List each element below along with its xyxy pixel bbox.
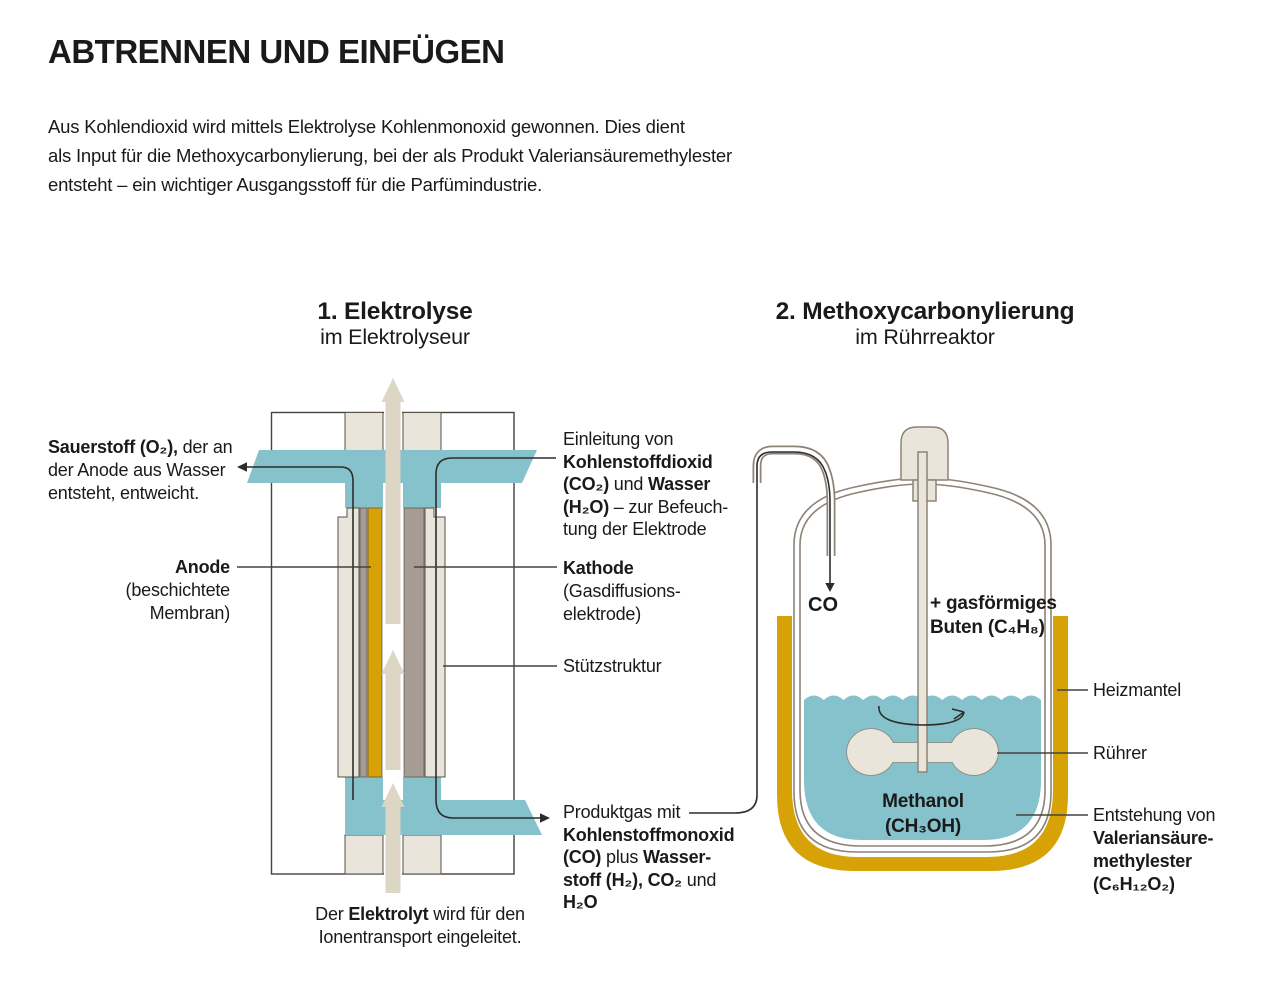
text-bold-part: Elektrolyt [348,904,429,924]
oxygen-arrowhead [237,462,247,472]
label-line: Methanol [882,791,964,812]
support-structure-left [337,507,360,778]
bottom-plate-block-right [402,834,442,875]
stirrer-shaft [917,451,928,773]
label-line: Entstehung von [1093,805,1216,825]
label-elektrolyt: Der Elektrolyt wird für den Ionentranspo… [295,903,545,949]
cathode-gas-diffusion-strip [403,507,425,778]
text-part: und [681,869,717,890]
label-stuetzstruktur: Stützstruktur [563,656,662,676]
label-line: elektrode) [563,604,642,624]
section-2-subtitle: im Rührreaktor [855,325,995,349]
label-anode: Anode (beschichtete Membran) [40,556,231,625]
top-plate-block-left [344,412,384,451]
bottom-plate-block-left [344,834,384,875]
label-line: (beschichtete [125,580,231,600]
text-bold-part: Sauerstoff (O₂), [48,437,178,457]
text-part: plus [601,847,644,867]
rotation-arrowhead [951,708,965,720]
label-kathode: Kathode (Gasdiffusions- elektrode) [563,557,681,626]
rotation-arrow [878,705,965,726]
label-line: (CH₃OH) [885,816,961,837]
support-structure-right [424,507,446,778]
section-1-subtitle: im Elektrolyseur [320,325,470,349]
label-einleitung: Einleitung von Kohlenstoffdioxid (CO₂) u… [563,428,753,541]
label-line: tung der Elektrode [563,519,707,539]
label-line: (CO₂) und Wasser [563,473,753,496]
label-line: Kohlenstoffdioxid [563,451,713,472]
label-line: Kohlenstoffmonoxid [563,824,735,845]
text-part: und [609,474,649,494]
label-line: (H₂O) – zur Befeuch- [563,496,753,519]
oxygen-flow-line [240,466,354,800]
label-line: (C₆H₁₂O₂) [1093,874,1175,894]
reactor-diagram [689,426,1088,871]
label-line: Anode [175,557,230,577]
section-2-title: 2. Methoxycarbonylierung [775,298,1075,325]
label-line: Produktgas mit [563,802,681,822]
label-line: Membran) [149,603,231,623]
text-part: der an [177,437,233,457]
top-plate-block-right [402,412,442,451]
label-co: CO [808,594,838,616]
stirrer-paddle-fill [847,729,998,775]
label-line: entsteht, entweicht. [48,483,200,503]
text-bold-part: (CO) [563,847,602,867]
electrode-layer-left [359,507,368,778]
productgas-arrowhead [540,813,550,823]
label-sauerstoff: Sauerstoff (O₂), der an der Anode aus Wa… [48,436,253,505]
text-part: Der [315,904,349,924]
label-line: stoff (H₂), CO₂ und [563,869,758,892]
label-line: Der Elektrolyt wird für den [295,903,545,926]
section-title-electrolysis: 1. Elektrolyse im Elektrolyseur [270,298,520,349]
label-line: + gasförmiges [930,593,1057,614]
text-bold-part: Wasser [648,474,711,494]
label-line: (CO) plus Wasser- [563,846,758,869]
label-line: Kathode [563,558,634,578]
text-bold-part: Wasser- [643,847,711,867]
section-title-methoxycarbonylation: 2. Methoxycarbonylierung im Rührreaktor [740,298,1110,349]
electrolyte-inlet-arrow [381,783,405,893]
text-part: – zur Befeuch- [609,496,729,517]
section-1-title: 1. Elektrolyse [317,298,473,325]
co2-to-productgas-flow-line [435,457,556,819]
flow-arrow-middle [381,650,405,770]
text-bold-part: (H₂O) [563,496,609,517]
flow-arrow-top [381,378,405,624]
label-buten: + gasförmiges Buten (C₄H₈) [930,592,1057,640]
label-line: Sauerstoff (O₂), der an [48,436,253,459]
label-heizmantel: Heizmantel [1093,680,1182,700]
label-line: Ionentransport eingeleitet. [318,927,522,947]
text-bold-part: stoff (H₂), CO₂ [563,869,682,890]
text-bold-part: (CO₂) [563,474,609,494]
co-arrowhead [825,583,835,592]
electrolyzer-diagram [237,378,557,893]
reactor-vessel-inner-wall [799,483,1046,847]
productgas-to-reactor-line [689,451,831,814]
label-line: Valeriansäure- [1093,828,1214,848]
label-line: methylester [1093,851,1192,871]
label-ruehrer: Rührer [1093,743,1147,763]
label-line: Einleitung von [563,429,674,449]
anode-membrane-strip [367,507,383,778]
label-line: der Anode aus Wasser [48,460,226,480]
text-part: wird für den [428,904,525,924]
label-methanol: Methanol (CH₃OH) [848,789,998,839]
label-line: H₂O [563,892,598,912]
intro-paragraph: Aus Kohlendioxid wird mittels Elektrolys… [48,116,732,195]
label-line: (Gasdiffusions- [563,581,681,601]
label-produktgas: Produktgas mit Kohlenstoffmonoxid (CO) p… [563,801,758,914]
label-line: Buten (C₄H₈) [930,617,1045,638]
heating-mantle [777,616,1068,871]
page-title: ABTRENNEN UND EINFÜGEN [48,33,505,70]
label-entstehung: Entstehung von Valeriansäure- methyleste… [1093,804,1215,896]
